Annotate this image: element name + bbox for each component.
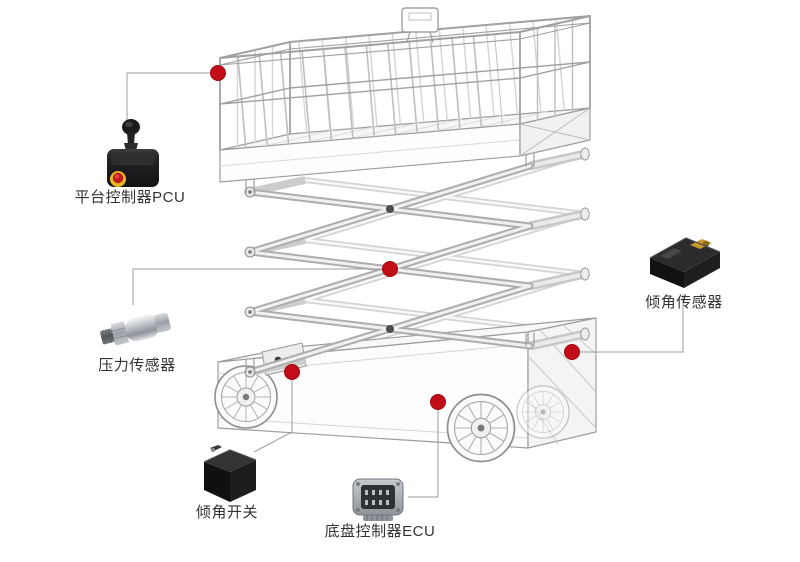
pcu-image <box>100 115 166 193</box>
marker-pcu <box>210 65 226 81</box>
connector-pcu <box>126 72 218 122</box>
ecu-image <box>350 474 406 522</box>
marker-ecu <box>430 394 446 410</box>
tilt-sensor-icon <box>649 237 721 288</box>
connector-tilt-switch <box>253 372 293 453</box>
pressure-sensor-image <box>98 300 176 356</box>
pressure-sensor-label: 压力传感器 <box>98 357 176 374</box>
front-right-wheel <box>446 393 516 463</box>
callout-markers <box>210 65 580 410</box>
tilt-sensor-image <box>644 228 724 292</box>
connector-tilt-sensor <box>572 294 684 353</box>
ecu-module-icon <box>352 478 404 521</box>
joystick-controller-icon <box>107 119 159 187</box>
marker-pressure <box>382 261 398 277</box>
callout-connector-lines <box>126 72 684 498</box>
platform-control-box <box>401 7 439 43</box>
ecu-label: 底盘控制器ECU <box>324 523 436 540</box>
pcu-label: 平台控制器PCU <box>74 189 186 206</box>
tilt-switch-label: 倾角开关 <box>195 504 258 521</box>
pressure-sensor-icon <box>100 312 171 346</box>
tilt-switch-icon <box>203 445 257 502</box>
connector-pressure <box>132 268 390 305</box>
marker-tilt-switch <box>284 364 300 380</box>
scissor-lift-wireframe <box>214 7 597 463</box>
tilt-switch-image <box>196 444 262 506</box>
tilt-sensor-label: 倾角传感器 <box>645 294 723 311</box>
connector-ecu <box>408 402 439 498</box>
rear-wheel <box>516 385 570 439</box>
marker-tilt-sensor <box>564 344 580 360</box>
